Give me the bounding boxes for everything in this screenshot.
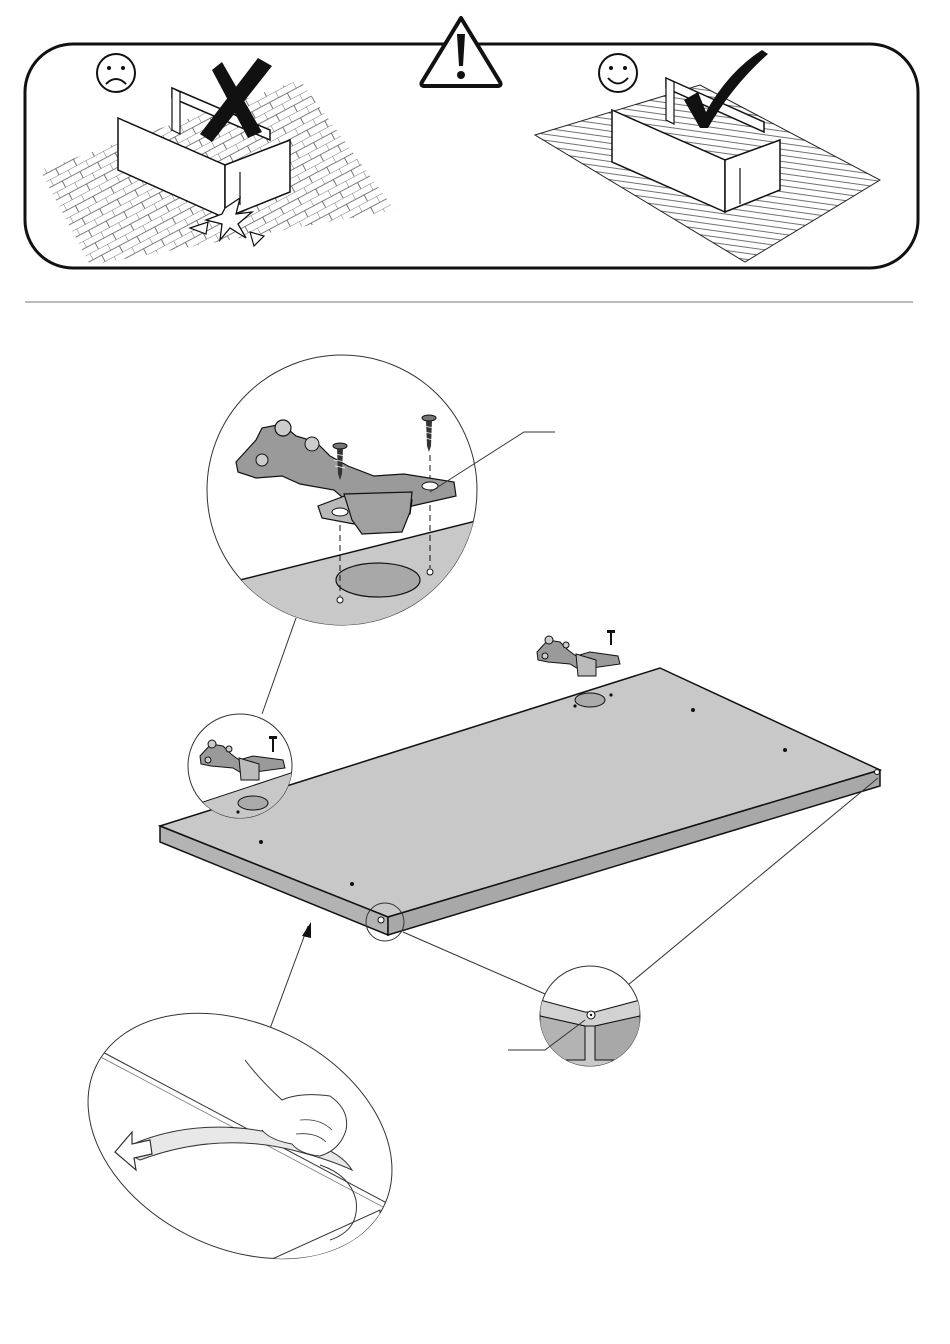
sad-face-icon (97, 54, 135, 92)
hinge-right (537, 630, 620, 676)
warning-panel (25, 18, 918, 268)
happy-face-icon (599, 54, 637, 92)
peel-protective-film-zoom (47, 922, 433, 1307)
hinge-detail-zoom (200, 355, 555, 714)
